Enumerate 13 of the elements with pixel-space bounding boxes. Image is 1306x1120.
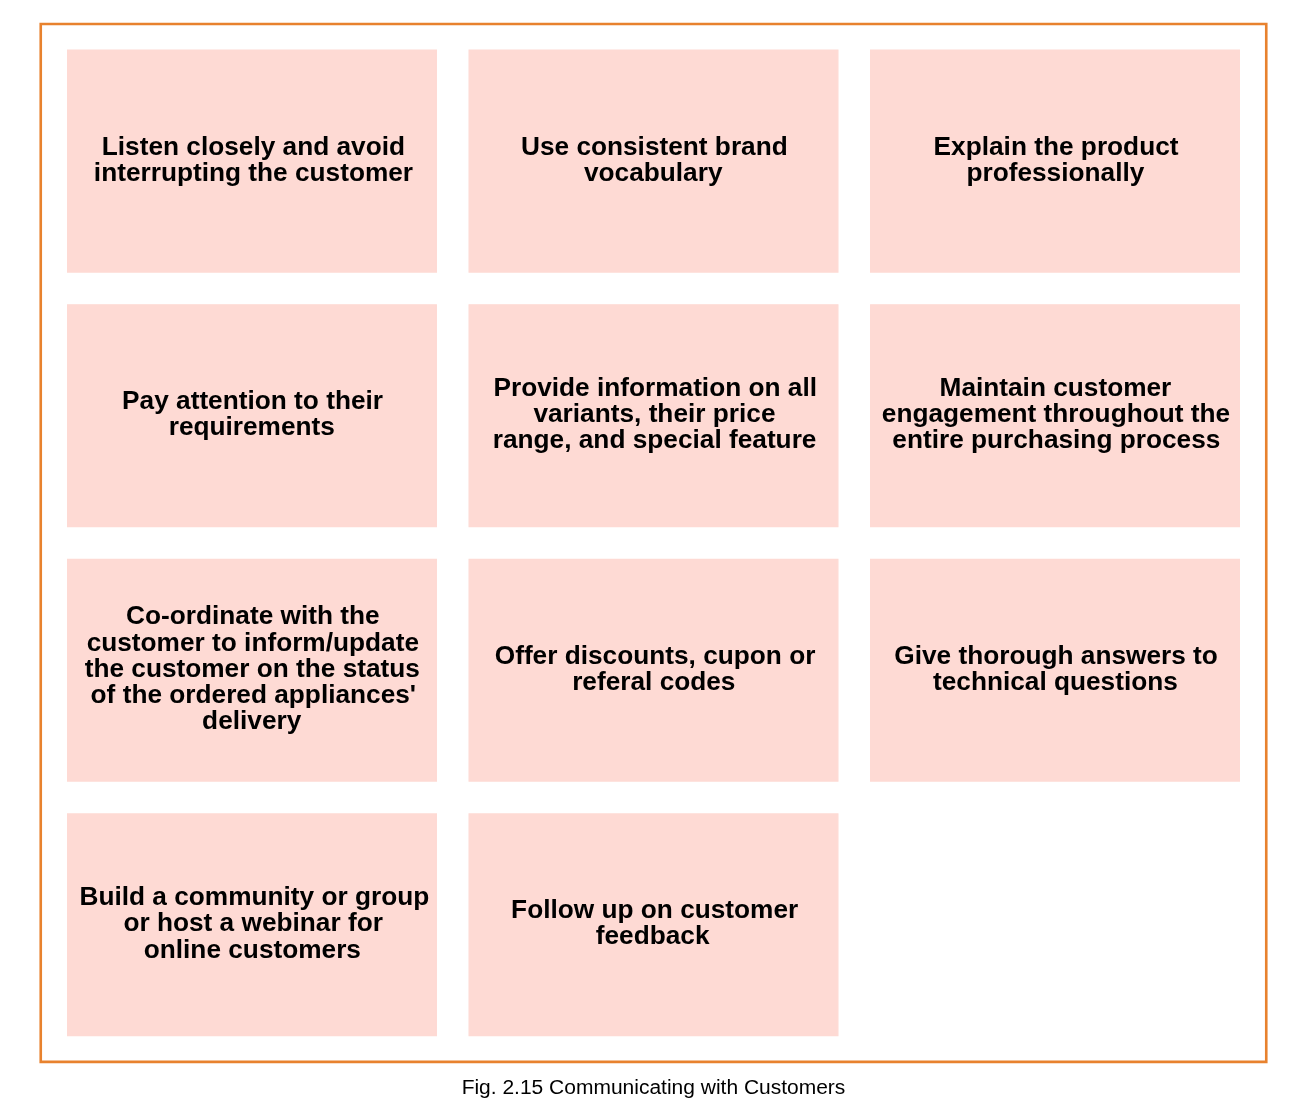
caption: Fig. 2.15 Communicating with Customers xyxy=(461,1075,845,1099)
node-box: Give thorough answers to technical questions xyxy=(869,558,1240,782)
cluster xyxy=(38,22,1268,1064)
node-box: Explain the product professionally xyxy=(869,49,1240,273)
node-box: Maintain customer engagement throughout the entire purchasing process xyxy=(869,304,1240,528)
node-box: Listen closely and avoid interrupting the customer xyxy=(66,49,437,273)
node-box: Offer discounts, cupon or referal codes xyxy=(468,558,838,782)
node-box: Pay attention to their requirements xyxy=(66,304,437,528)
node-box: Provide information on all variants, their price range, and special feature xyxy=(468,304,838,528)
node-box: Co-ordinate with the customer to inform/update the customer on the status of the ordered appliances' delivery xyxy=(66,558,437,782)
node-box: Follow up on customer feedback xyxy=(468,813,838,1037)
node-box: Use consistent brand vocabulary xyxy=(468,49,838,273)
node-box: Build a community or group or host a webinar for online customers xyxy=(66,813,437,1037)
